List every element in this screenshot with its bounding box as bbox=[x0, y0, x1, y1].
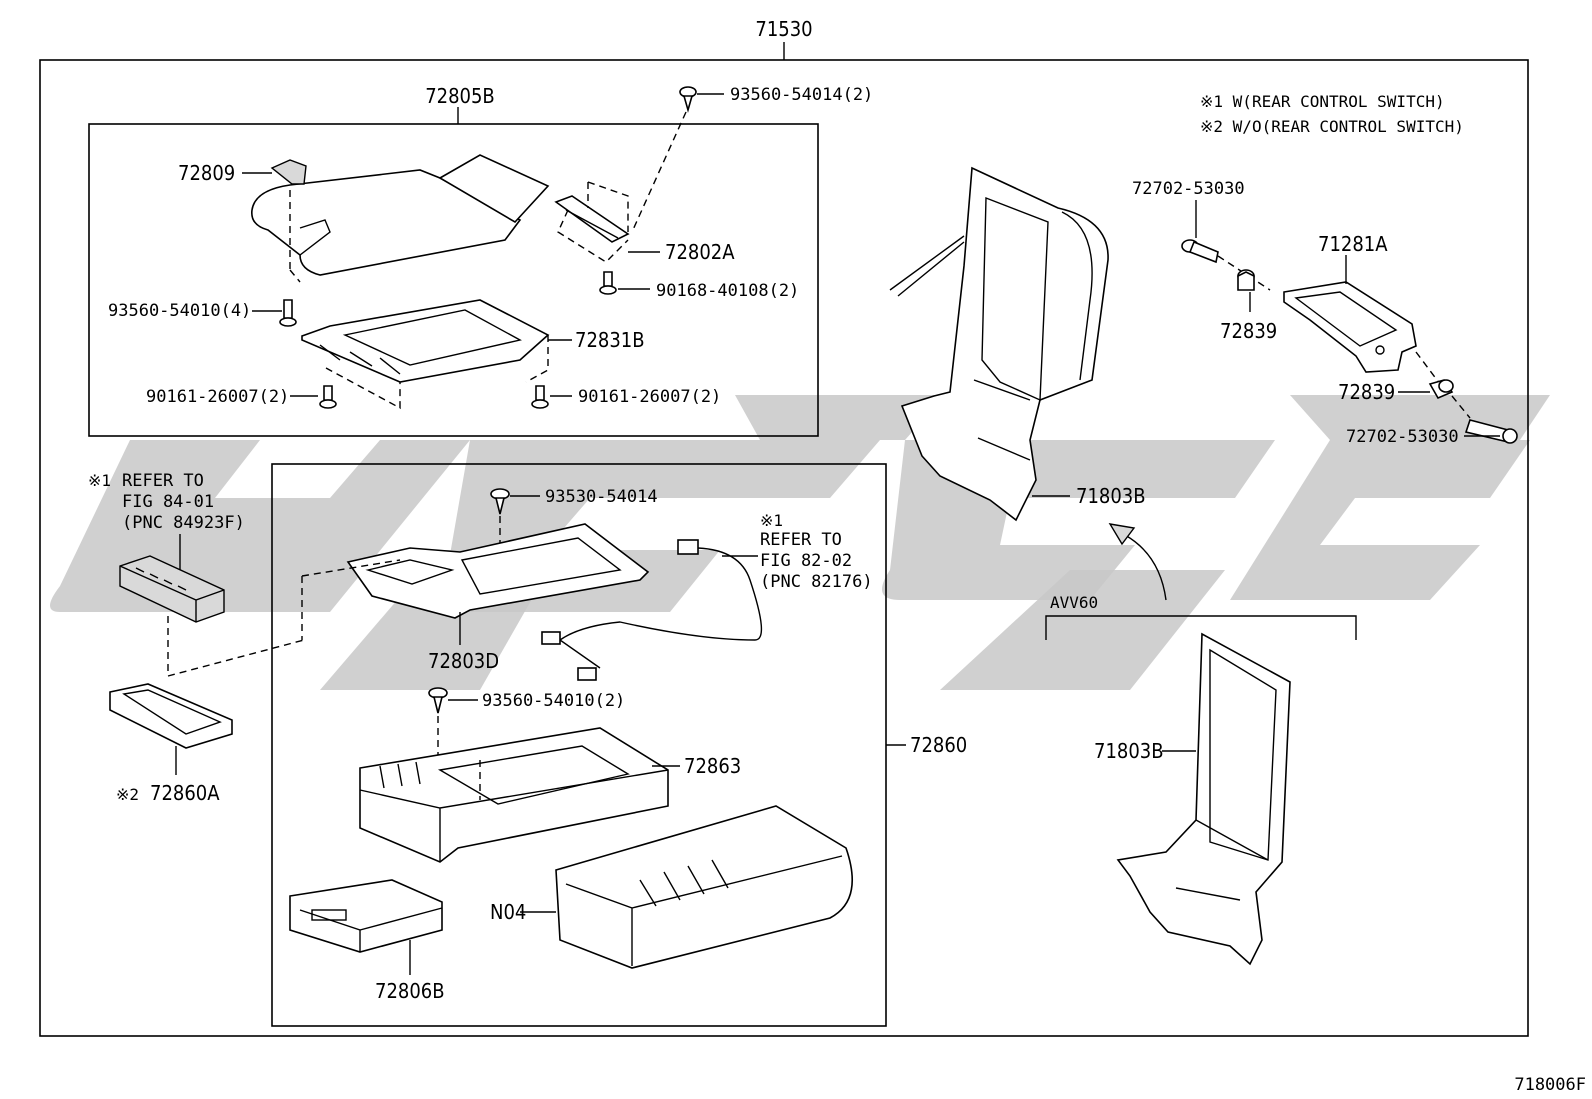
callout-72805b: 72805B bbox=[425, 84, 495, 108]
tray-n04 bbox=[555, 805, 853, 969]
bolt-72702-top bbox=[1181, 239, 1219, 264]
refer-wire-line2: FIG 82-02 bbox=[760, 551, 852, 571]
rear-control-switch bbox=[119, 555, 225, 623]
hinge-72802a bbox=[554, 195, 630, 243]
callout-72802a: 72802A bbox=[665, 240, 735, 264]
tray-72831b bbox=[301, 299, 550, 383]
collar-72839-lower bbox=[1428, 379, 1454, 400]
diagram-id: 718006F bbox=[1514, 1075, 1586, 1095]
callout-72831b: 72831B bbox=[575, 328, 645, 352]
callout-72806b: 72806B bbox=[375, 979, 445, 1003]
callout-71803b-lower: 71803B bbox=[1094, 739, 1164, 763]
callout-90161-left: 90161-26007(2) bbox=[146, 387, 289, 407]
callout-72839-upper: 72839 bbox=[1220, 319, 1277, 343]
callout-72860: 72860 bbox=[910, 733, 967, 757]
hinge-bracket-71281a bbox=[1283, 281, 1417, 373]
callout-93560-54010-2: 93560-54010(2) bbox=[482, 691, 625, 711]
unit-72806b bbox=[289, 879, 443, 953]
bracket-71803b-upper bbox=[889, 166, 1109, 522]
group-box-72805b bbox=[88, 123, 819, 437]
note-without-rear-switch: ※2 W/O(REAR CONTROL SWITCH) bbox=[1200, 117, 1464, 136]
armrest-lid bbox=[251, 154, 550, 276]
callout-93560-54014-2: 93560-54014(2) bbox=[730, 85, 873, 105]
screw-90161-right bbox=[531, 385, 549, 409]
callout-72702-top: 72702-53030 bbox=[1132, 179, 1245, 199]
refer-wire-line3: (PNC 82176) bbox=[760, 572, 873, 592]
variant-label: AVV60 bbox=[1050, 593, 1098, 612]
screw-93530-54014 bbox=[490, 488, 510, 515]
refer-switch-line1: REFER TO bbox=[122, 471, 204, 491]
callout-72863: 72863 bbox=[684, 754, 741, 778]
wire-harness bbox=[541, 539, 763, 681]
refer-switch-line3: (PNC 84923F) bbox=[122, 513, 245, 533]
callout-72839-lower: 72839 bbox=[1338, 380, 1395, 404]
collar-72839-upper bbox=[1237, 269, 1255, 291]
note-with-rear-switch: ※1 W(REAR CONTROL SWITCH) bbox=[1200, 92, 1445, 111]
refer-switch-mark: ※1 bbox=[88, 471, 111, 490]
callout-n04: N04 bbox=[490, 900, 526, 924]
callout-72860a: 72860A bbox=[150, 781, 220, 805]
callout-72860a-mark: ※2 bbox=[116, 785, 139, 804]
callout-71803b-upper: 71803B bbox=[1076, 484, 1146, 508]
screw-93560-54010-4 bbox=[279, 299, 297, 327]
refer-switch-line2: FIG 84-01 bbox=[122, 492, 214, 512]
reference-arrow bbox=[1124, 534, 1167, 601]
callout-93530-54014: 93530-54014 bbox=[545, 487, 658, 507]
bracket-71803b-lower bbox=[1116, 632, 1291, 966]
callout-72803d: 72803D bbox=[428, 649, 499, 673]
callout-90161-right: 90161-26007(2) bbox=[578, 387, 721, 407]
callout-72809: 72809 bbox=[178, 161, 235, 185]
screw-90161-left bbox=[319, 385, 337, 409]
screw-93560-54010-2 bbox=[428, 687, 448, 714]
lid-cap-72809 bbox=[270, 159, 307, 185]
screw-93560-54014-2 bbox=[679, 86, 697, 113]
assembly-number: 71530 bbox=[755, 17, 812, 41]
refer-wire-line1: REFER TO bbox=[760, 530, 842, 550]
switch-panel-72860a bbox=[109, 683, 233, 749]
callout-72702-bottom: 72702-53030 bbox=[1346, 427, 1459, 447]
callout-93560-54010-4: 93560-54010(4) bbox=[108, 301, 251, 321]
storage-box-72863 bbox=[359, 727, 669, 863]
screw-90168-40108 bbox=[599, 271, 617, 295]
callout-71281a: 71281A bbox=[1318, 232, 1388, 256]
bezel-72803d bbox=[346, 523, 650, 619]
refer-wire-mark: ※1 bbox=[760, 511, 783, 530]
callout-90168-40108: 90168-40108(2) bbox=[656, 281, 799, 301]
